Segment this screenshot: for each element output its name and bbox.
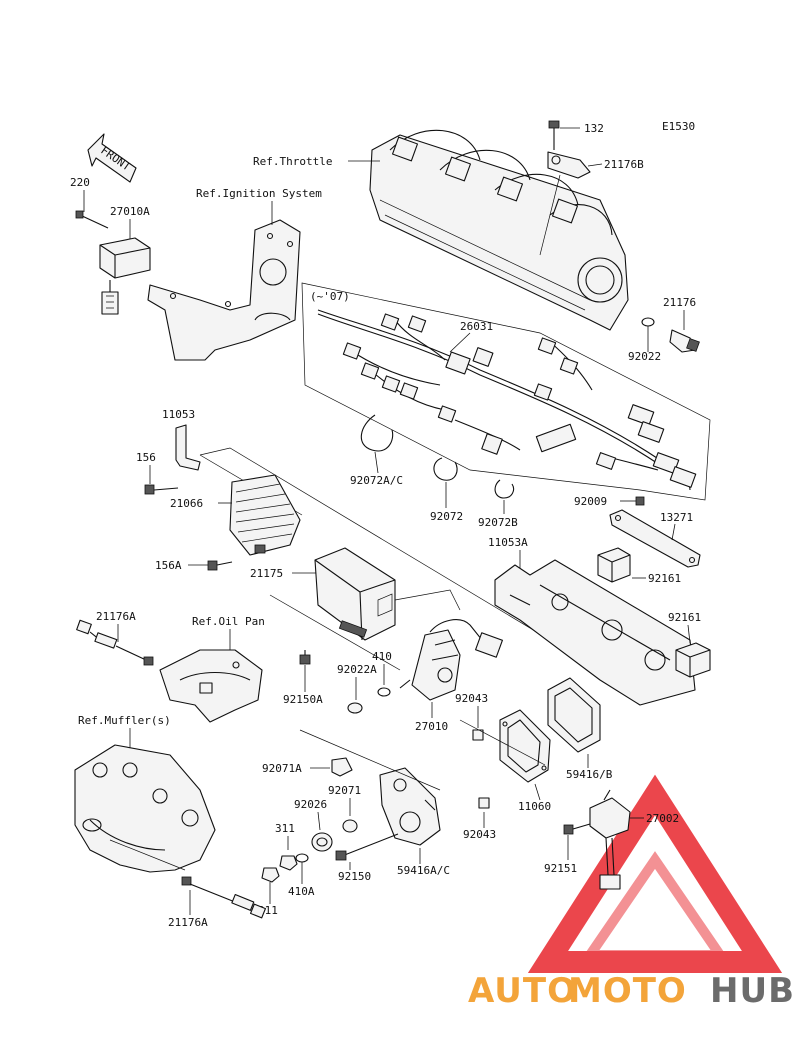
ref-throttle: Ref.Throttle xyxy=(253,155,332,168)
part-11060: 11060 xyxy=(518,800,551,813)
part-132: 132 xyxy=(584,122,604,135)
front-arrow-icon: FRONT xyxy=(87,133,137,183)
part-92072B: 92072B xyxy=(478,516,518,529)
bolt-156-icon xyxy=(144,484,179,495)
washer-92022A-icon xyxy=(347,702,363,714)
seal-92026-icon xyxy=(311,832,333,852)
throttle-body-icon xyxy=(369,129,629,331)
bolt-220-icon xyxy=(75,210,109,229)
bolt-132-icon xyxy=(548,120,560,150)
part-220: 220 xyxy=(70,176,90,189)
part-13271: 13271 xyxy=(660,511,693,524)
sensor-21176A-top-icon xyxy=(76,619,154,666)
part-156A: 156A xyxy=(155,559,182,572)
cover-59416B-icon xyxy=(547,677,601,753)
part-27010A: 27010A xyxy=(110,205,150,218)
watermark-moto: MOTO xyxy=(568,971,687,1011)
grommet-92071-icon xyxy=(342,819,358,833)
part-27002: 27002 xyxy=(646,812,679,825)
diagram-code: E1530 xyxy=(662,120,695,133)
watermark-auto: AUTO xyxy=(468,971,577,1011)
part-311a: 311 xyxy=(275,822,295,835)
part-59416AC: 59416A/C xyxy=(397,864,450,877)
part-21176A-top: 21176A xyxy=(96,610,136,623)
housing-59416AC-icon xyxy=(379,767,441,846)
part-410: 410 xyxy=(372,650,392,663)
relay-27010A-icon xyxy=(99,237,151,315)
oil-pan-icon xyxy=(159,649,263,723)
part-21176A-bottom: 21176A xyxy=(168,916,208,929)
part-21175: 21175 xyxy=(250,567,283,580)
part-11053: 11053 xyxy=(162,408,195,421)
collar-92043a-icon xyxy=(472,729,484,741)
washer-410-icon xyxy=(377,687,391,697)
sensor-21176-icon xyxy=(669,329,700,353)
clamp-92072B-icon xyxy=(494,479,515,499)
sensor-21176B-icon xyxy=(547,151,591,179)
nut-311a-icon xyxy=(279,855,298,871)
part-92150: 92150 xyxy=(338,870,371,883)
sensor-27002-icon xyxy=(589,789,631,890)
part-21066: 21066 xyxy=(170,497,203,510)
part-11053A: 11053A xyxy=(488,536,528,549)
grommet-92071A-icon xyxy=(331,757,353,777)
part-59416B: 59416/B xyxy=(566,768,613,781)
bolt-92150A-icon xyxy=(299,650,311,665)
part-92071: 92071 xyxy=(328,784,361,797)
nut-311b-icon xyxy=(261,867,280,883)
part-92043a: 92043 xyxy=(455,692,488,705)
sensor-21176A-bottom-icon xyxy=(181,876,266,919)
part-92072AC: 92072A/C xyxy=(350,474,403,487)
harness-note: (~'07) xyxy=(310,290,350,303)
washer-410A-icon xyxy=(295,853,309,863)
part-92161a: 92161 xyxy=(648,572,681,585)
part-92161b: 92161 xyxy=(668,611,701,624)
part-92150A: 92150A xyxy=(283,693,323,706)
part-27010: 27010 xyxy=(415,720,448,733)
muffler-icon xyxy=(74,744,216,873)
part-92071A: 92071A xyxy=(262,762,302,775)
clamp-92072AC-icon xyxy=(360,414,394,452)
watermark-logo: AUTO MOTO HUB xyxy=(468,971,795,1011)
bolt-156A-icon xyxy=(207,560,233,571)
part-21176B: 21176B xyxy=(604,158,644,171)
part-92026: 92026 xyxy=(294,798,327,811)
watermark-hub: HUB xyxy=(710,971,795,1011)
collar-92043b-icon xyxy=(478,797,490,809)
part-156: 156 xyxy=(136,451,156,464)
rubber-92161b-icon xyxy=(675,642,711,678)
regulator-21066-icon xyxy=(229,474,301,556)
rubber-92161-icon xyxy=(597,547,631,583)
part-92043b: 92043 xyxy=(463,828,496,841)
wire-harness-26031-icon xyxy=(317,309,697,491)
bolt-92009-icon xyxy=(635,496,645,506)
plate-13271-icon xyxy=(609,509,701,568)
ref-ignition: Ref.Ignition System xyxy=(196,187,322,200)
motor-27010-icon xyxy=(399,619,503,701)
ecu-21175-icon xyxy=(314,547,396,641)
part-92072: 92072 xyxy=(430,510,463,523)
ref-oil-pan: Ref.Oil Pan xyxy=(192,615,265,628)
part-26031: 26031 xyxy=(460,320,493,333)
gasket-11060-icon xyxy=(499,709,551,783)
part-21176: 21176 xyxy=(663,296,696,309)
washer-92022-icon xyxy=(641,317,655,327)
clamp-92072-icon xyxy=(433,457,458,481)
part-92009: 92009 xyxy=(574,495,607,508)
bracket-11053-icon xyxy=(175,424,201,471)
part-92022A: 92022A xyxy=(337,663,377,676)
ignition-bracket-icon xyxy=(147,219,301,361)
bolt-92151-icon xyxy=(563,823,591,835)
part-92151: 92151 xyxy=(544,862,577,875)
ref-muffler: Ref.Muffler(s) xyxy=(78,714,171,727)
bolt-92150-icon xyxy=(335,833,399,861)
part-410A: 410A xyxy=(288,885,315,898)
part-92022: 92022 xyxy=(628,350,661,363)
harness-outline xyxy=(301,282,711,501)
bracket-11053A-icon xyxy=(494,559,696,706)
